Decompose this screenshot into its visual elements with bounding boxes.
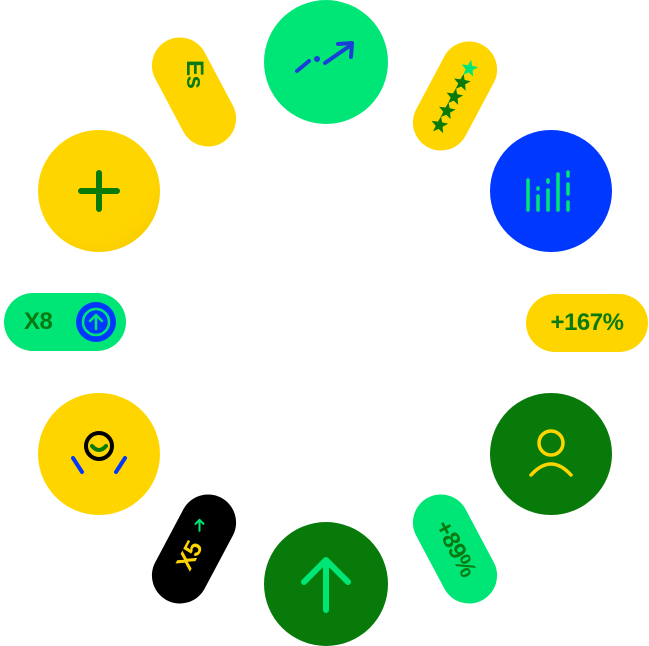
up-badge: [264, 522, 388, 646]
trending-up-arrow-icon: [291, 37, 361, 87]
user-badge: [490, 393, 612, 515]
happy-user-badge: [38, 393, 160, 515]
user-icon: [525, 427, 577, 481]
multiplier-x8-badge: X8: [4, 293, 126, 351]
small-arrow-up-icon: [194, 518, 206, 532]
five-star-rating-icon: [426, 54, 483, 138]
add-badge: [38, 130, 160, 252]
percent-167-badge: +167%: [526, 294, 648, 352]
percent-89-label: +89%: [429, 515, 482, 582]
bar-levels-icon: [523, 166, 579, 216]
percent-89-badge: +89%: [403, 484, 507, 614]
smiling-person-icon: [67, 428, 131, 480]
x8-label: X8: [24, 308, 53, 335]
arrow-up-circle-icon: [76, 302, 116, 342]
percent-167-label: +167%: [550, 309, 624, 336]
growth-chart-badge: [264, 0, 388, 124]
equalizer-badge: [490, 130, 612, 252]
arrow-up-icon: [296, 552, 356, 616]
x5-label: X5: [171, 536, 209, 575]
rating-badge: [403, 31, 507, 161]
plus-icon: [77, 169, 121, 213]
es-badge: Es: [142, 27, 246, 157]
multiplier-x5-badge: X5: [142, 484, 246, 614]
es-label: Es: [180, 59, 208, 89]
